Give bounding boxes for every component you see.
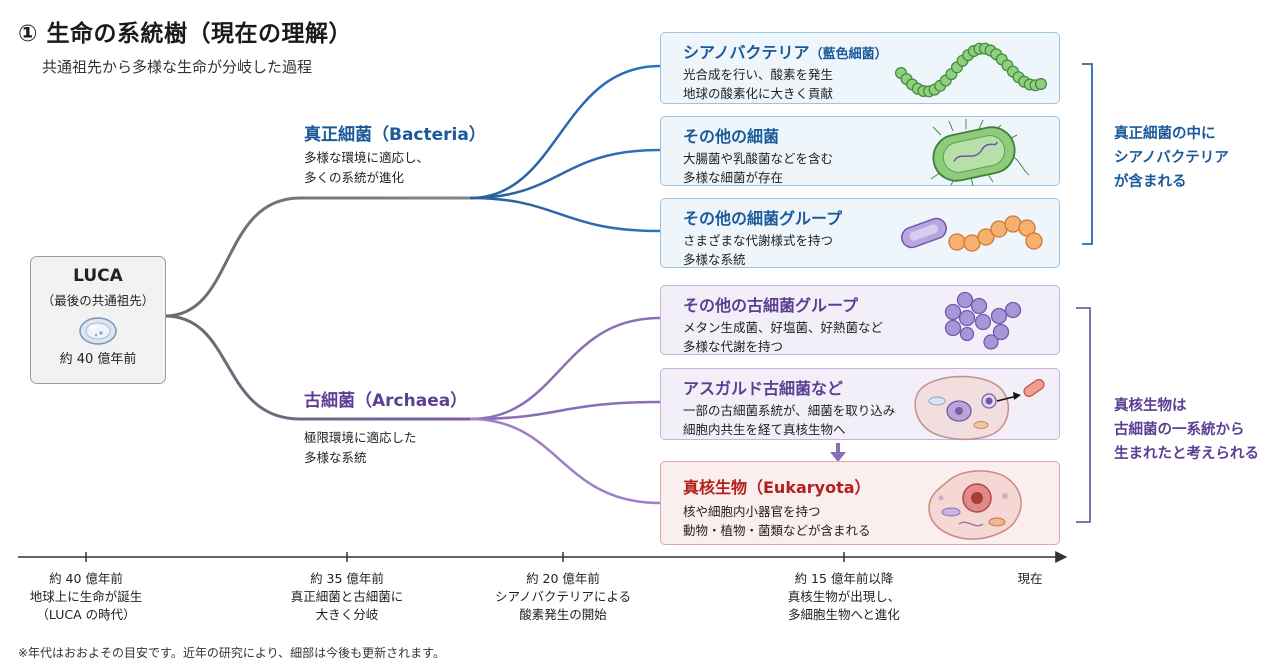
luca-to-archaea-branch xyxy=(164,314,470,421)
bacteria-to-other-bacteria-group-branch xyxy=(469,196,661,233)
archaea-to-asgard-branch xyxy=(469,400,661,421)
card-asgard-archaea: アスガルド古細菌など 一部の古細菌系統が、細菌を取り込み 細胞内共生を経て真核生… xyxy=(660,368,1060,441)
cyanobacteria-chain-icon xyxy=(895,42,1048,98)
card-title: その他の細菌グループ xyxy=(683,209,843,228)
card-title: アスガルド古細菌など xyxy=(683,379,844,398)
archaea-to-other-archaea-branch xyxy=(469,316,661,421)
card-other-bacteria: その他の細菌 大腸菌や乳酸菌などを含む 多様な細菌が存在 xyxy=(660,116,1060,187)
archaea-cluster-icon xyxy=(944,291,1022,350)
eukaryote-bracket xyxy=(1076,307,1091,523)
luca-date: 約 40 億年前 xyxy=(59,352,137,367)
bacteria-description: 多様な環境に適応し、 多くの系統が進化 xyxy=(304,150,430,185)
luca-box: LUCA （最後の共通祖先） 約 40 億年前 xyxy=(30,256,166,384)
card-title: 真核生物（Eukaryota） xyxy=(683,478,871,497)
archaea-description: 極限環境に適応した 多様な系統 xyxy=(304,430,417,465)
card-other-archaea-group: その他の古細菌グループ メタン生成菌、好塩菌、好熱菌など 多様な代謝を持つ xyxy=(660,285,1060,355)
bacteria-group-icon xyxy=(901,215,1043,252)
archaea-to-eukaryote-branch xyxy=(469,417,661,505)
timeline-label-2bya: 約 20 億年前 シアノバクテリアによる 酸素発生の開始 xyxy=(494,571,631,622)
card-description: 核や細胞内小器官を持つ 動物・植物・菌類などが含まれる xyxy=(683,504,871,538)
bacteria-title: 真正細菌（Bacteria） xyxy=(304,125,486,145)
card-title: その他の古細菌グループ xyxy=(683,296,859,315)
archaea-title: 古細菌（Archaea） xyxy=(304,391,468,411)
eukaryote-side-note: 真核生物は 古細菌の一系統から 生まれたと考えられる xyxy=(1114,398,1259,462)
timeline-label-4bya: 約 40 億年前 地球上に生命が誕生 （LUCA の時代） xyxy=(29,571,143,622)
rod-bacterium-icon xyxy=(930,119,1030,187)
card-description: 大腸菌や乳酸菌などを含む 多様な細菌が存在 xyxy=(683,151,834,185)
eukaryotic-cell-icon xyxy=(928,470,1022,540)
bacteria-to-other-bacteria-branch xyxy=(469,148,661,200)
card-eukaryota: 真核生物（Eukaryota） 核や細胞内小器官を持つ 動物・植物・菌類などが含… xyxy=(660,461,1060,545)
card-description: メタン生成菌、好塩菌、好熱菌など 多様な代謝を持つ xyxy=(683,320,884,354)
bacteria-side-note: 真正細菌の中に シアノバクテリア が含まれる xyxy=(1114,126,1229,190)
card-title: その他の細菌 xyxy=(683,127,780,146)
timeline-label-1.5bya: 約 15 億年前以降 真核生物が出現し、 多細胞生物へと進化 xyxy=(787,571,901,622)
card-other-bacteria-group: その他の細菌グループ さまざまな代謝様式を持つ 多様な系統 xyxy=(660,198,1060,268)
asgard-endosymbiosis-icon xyxy=(914,375,1045,441)
timeline-label-present: 現在 xyxy=(1017,571,1043,586)
luca-cell-icon xyxy=(79,317,117,345)
luca-name: LUCA xyxy=(73,266,123,286)
page-title: ① 生命の系統樹（現在の理解） xyxy=(18,21,352,47)
card-description: さまざまな代謝様式を持つ 多様な系統 xyxy=(683,233,834,267)
card-description: 一部の古細菌系統が、細菌を取り込み 細胞内共生を経て真核生物へ xyxy=(683,403,896,437)
timeline-label-3.5bya: 約 35 億年前 真正細菌と古細菌に 大きく分岐 xyxy=(290,571,404,622)
card-description: 光合成を行い、酸素を発生 地球の酸素化に大きく貢献 xyxy=(683,67,834,101)
bacteria-bracket xyxy=(1082,63,1093,245)
card-title: シアノバクテリア（藍色細菌） xyxy=(683,43,888,62)
bacteria-to-cyanobacteria-branch xyxy=(469,64,661,200)
luca-subtitle: （最後の共通祖先） xyxy=(41,293,155,308)
card-cyanobacteria: シアノバクテリア（藍色細菌） 光合成を行い、酸素を発生 地球の酸素化に大きく貢献 xyxy=(660,32,1060,104)
footnote: ※年代はおおよその目安です。近年の研究により、細部は今後も更新されます。 xyxy=(18,646,445,660)
luca-to-bacteria-branch xyxy=(164,196,470,318)
page-subtitle: 共通祖先から多様な生命が分岐した過程 xyxy=(42,58,313,76)
